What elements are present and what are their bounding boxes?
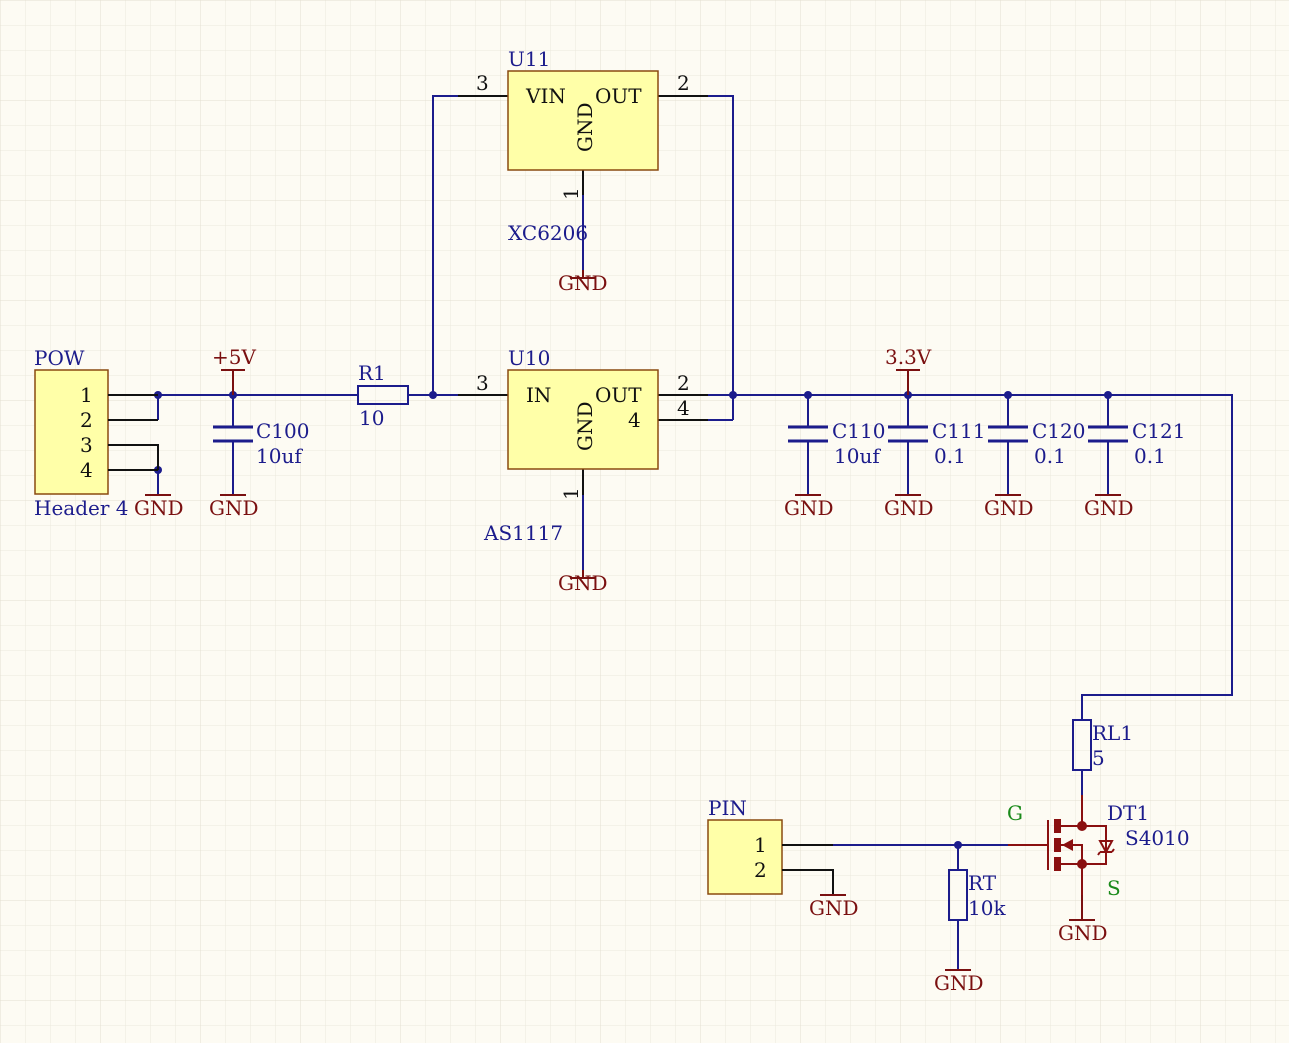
u10-designator: U10 bbox=[508, 346, 550, 370]
junctions bbox=[154, 391, 1112, 849]
pin-pin-2: 2 bbox=[754, 858, 767, 882]
u10-in-label: IN bbox=[526, 383, 551, 407]
c110-designator: C110 bbox=[832, 419, 885, 443]
gnd-c111: GND bbox=[884, 494, 934, 520]
c120-value: 0.1 bbox=[1034, 444, 1066, 468]
u10-out-label: OUT bbox=[595, 383, 642, 407]
rl1-value: 5 bbox=[1092, 746, 1105, 770]
capacitor-c120[interactable]: C120 0.1 bbox=[988, 419, 1085, 468]
gnd-c100-label: GND bbox=[209, 496, 259, 520]
u10-regulator[interactable]: U10 IN OUT 4 GND 3 2 4 1 AS1117 bbox=[458, 346, 708, 545]
dt1-source-label: S bbox=[1107, 876, 1121, 900]
gnd-pin: GND bbox=[809, 894, 859, 920]
dt1-gate-label: G bbox=[1007, 801, 1023, 825]
gnd-dt1: GND bbox=[1058, 895, 1108, 945]
gnd-c110: GND bbox=[784, 494, 834, 520]
c120-designator: C120 bbox=[1032, 419, 1085, 443]
u11-out-label: OUT bbox=[595, 84, 642, 108]
pin-header[interactable]: PIN 1 2 bbox=[707, 796, 834, 895]
power-3v3: 3.3V bbox=[885, 345, 932, 395]
gnd-c120-label: GND bbox=[984, 496, 1034, 520]
gnd-c111-label: GND bbox=[884, 496, 934, 520]
gnd-c121: GND bbox=[1084, 494, 1134, 520]
c111-designator: C111 bbox=[932, 419, 985, 443]
dt1-designator: DT1 bbox=[1107, 801, 1149, 825]
pin-designator: PIN bbox=[708, 796, 747, 820]
gnd-rt: GND bbox=[934, 969, 984, 995]
u10-part: AS1117 bbox=[483, 521, 563, 545]
rt-value: 10k bbox=[968, 896, 1006, 920]
rl1-designator: RL1 bbox=[1092, 721, 1133, 745]
gnd-u11: GND bbox=[558, 270, 608, 295]
pow-pin-1: 1 bbox=[80, 383, 93, 407]
u11-part: XC6206 bbox=[508, 221, 588, 245]
u11-regulator[interactable]: U11 VIN OUT GND 3 2 1 XC6206 bbox=[458, 47, 708, 245]
resistor-rt[interactable]: RT 10k bbox=[948, 869, 1006, 921]
pow-header[interactable]: POW 1 2 3 4 Header 4 bbox=[34, 346, 159, 520]
gnd-pow-label: GND bbox=[134, 496, 184, 520]
c121-value: 0.1 bbox=[1134, 444, 1166, 468]
resistor-r1[interactable]: R1 10 bbox=[357, 361, 409, 430]
c110-value: 10uf bbox=[834, 444, 881, 468]
gnd-rt-label: GND bbox=[934, 971, 984, 995]
c100-designator: C100 bbox=[256, 419, 309, 443]
u11-designator: U11 bbox=[508, 47, 550, 71]
gnd-u11-label: GND bbox=[558, 271, 608, 295]
r1-designator: R1 bbox=[358, 361, 386, 385]
gnd-c121-label: GND bbox=[1084, 496, 1134, 520]
capacitor-c121[interactable]: C121 0.1 bbox=[1088, 419, 1185, 468]
pow-designator: POW bbox=[34, 346, 85, 370]
dt1-part: S4010 bbox=[1125, 826, 1190, 850]
u11-pin-gnd: 1 bbox=[559, 187, 583, 200]
c121-designator: C121 bbox=[1132, 419, 1185, 443]
wires bbox=[157, 95, 1233, 970]
pow-pin-4: 4 bbox=[80, 458, 93, 482]
gnd-pow: GND bbox=[134, 494, 184, 520]
pin-pin-1: 1 bbox=[754, 833, 767, 857]
u10-pin-out: 2 bbox=[677, 371, 690, 395]
capacitor-c110[interactable]: C110 10uf bbox=[788, 419, 885, 468]
resistor-rl1[interactable]: RL1 5 bbox=[1072, 719, 1133, 771]
u11-vin-label: VIN bbox=[525, 84, 566, 108]
u10-tab-inner-label: 4 bbox=[628, 408, 641, 432]
pow-part: Header 4 bbox=[34, 496, 128, 520]
u11-gnd-label: GND bbox=[573, 102, 597, 152]
power-3v3-label: 3.3V bbox=[885, 345, 932, 369]
c111-value: 0.1 bbox=[934, 444, 966, 468]
u10-pin-gnd: 1 bbox=[559, 487, 583, 500]
pow-pin-2: 2 bbox=[80, 408, 93, 432]
capacitor-c111[interactable]: C111 0.1 bbox=[888, 419, 985, 468]
u10-pin-tab: 4 bbox=[677, 396, 690, 420]
gnd-pin-label: GND bbox=[809, 896, 859, 920]
pow-pin-3: 3 bbox=[80, 433, 93, 457]
gnd-c110-label: GND bbox=[784, 496, 834, 520]
power-5v-label: +5V bbox=[212, 345, 256, 369]
ground-symbols: GND GND GND GND GND GND GND GND GND GND … bbox=[134, 270, 1134, 995]
gnd-c120: GND bbox=[984, 494, 1034, 520]
gnd-u10: GND bbox=[558, 570, 608, 595]
gnd-c100: GND bbox=[209, 494, 259, 520]
r1-value: 10 bbox=[359, 406, 384, 430]
c100-value: 10uf bbox=[256, 444, 303, 468]
rt-designator: RT bbox=[968, 871, 997, 895]
mosfet-dt1[interactable]: G S DT1 S4010 bbox=[1007, 795, 1190, 900]
gnd-u10-label: GND bbox=[558, 571, 608, 595]
gnd-dt1-label: GND bbox=[1058, 921, 1108, 945]
power-5v: +5V bbox=[212, 345, 256, 395]
u11-pin-out: 2 bbox=[677, 71, 690, 95]
u11-pin-vin: 3 bbox=[476, 71, 489, 95]
capacitor-c100[interactable]: C100 10uf bbox=[213, 419, 309, 468]
u10-gnd-label: GND bbox=[573, 401, 597, 451]
u10-pin-in: 3 bbox=[476, 371, 489, 395]
